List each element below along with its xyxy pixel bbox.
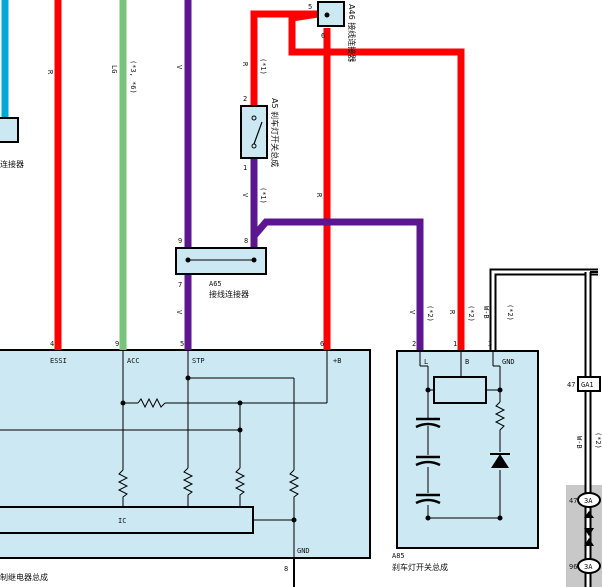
diode-symbol bbox=[490, 453, 510, 468]
ecu-pin-stp: 5 bbox=[180, 340, 184, 348]
a5-label: A5 刹车灯开关总成 bbox=[270, 98, 280, 167]
a65-code: A65 bbox=[209, 280, 222, 288]
a46-pin-bottom: 6 bbox=[321, 32, 325, 40]
a46-pin-top: 5 bbox=[308, 3, 312, 11]
j3a-oval-bottom bbox=[577, 558, 601, 574]
ecu-gnd-label: GND bbox=[297, 547, 310, 555]
sw-term-gnd: GND bbox=[502, 358, 515, 366]
wire-label-v-right: V bbox=[408, 310, 416, 315]
a65-pin-tr: 8 bbox=[244, 237, 248, 245]
left-connector-label: 连接器 bbox=[0, 159, 24, 169]
wire-label-r-right: R bbox=[315, 193, 323, 198]
ecu-internals bbox=[0, 350, 328, 558]
j3a-a-label: 3A bbox=[584, 497, 593, 505]
wire-label-wb2: W-B bbox=[575, 436, 583, 449]
ga1-connector bbox=[577, 376, 601, 392]
wire-note-wb2: (*2) bbox=[594, 432, 602, 449]
ecu-term-plusb: +B bbox=[333, 357, 341, 365]
capacitors bbox=[415, 417, 441, 505]
sw-label: 刹车灯开关总成 bbox=[392, 562, 448, 572]
sw-pin-l: 2 bbox=[412, 340, 416, 348]
a65-pin-bl: 7 bbox=[178, 281, 182, 289]
ecu-ic-label: IC bbox=[118, 517, 126, 525]
switch-ic bbox=[433, 376, 487, 404]
wire-note-lg: (*3, *6) bbox=[129, 60, 137, 94]
a5-switch bbox=[240, 105, 268, 159]
ecu-term-acc: ACC bbox=[127, 357, 140, 365]
a46-connector bbox=[317, 1, 345, 27]
j3a-b-label: 3A bbox=[584, 563, 593, 571]
j3a-b-pin: 96 bbox=[569, 563, 577, 571]
wire-label-wb: W-B bbox=[482, 306, 490, 319]
j3a-a-pin: 47 bbox=[569, 497, 577, 505]
wire-red-to-b bbox=[288, 10, 465, 350]
wire-note-v-right: (*2) bbox=[426, 305, 434, 322]
sw-code: A85 bbox=[392, 552, 405, 560]
ecu-gnd-pin: 8 bbox=[284, 565, 288, 573]
wire-label-r-right2: R bbox=[448, 310, 456, 315]
wire-note-r-top: (*1) bbox=[259, 58, 267, 75]
ecu-pin-acc: 9 bbox=[115, 340, 119, 348]
sw-term-l: L bbox=[424, 358, 428, 366]
left-connector bbox=[0, 117, 19, 143]
wire-note-v-mid: (*1) bbox=[259, 187, 267, 204]
ga1-pin: 47 bbox=[567, 381, 575, 389]
wire-label-v1: V bbox=[175, 65, 183, 70]
a65-pin-tl: 9 bbox=[178, 237, 182, 245]
ga1-label: GA1 bbox=[581, 381, 594, 389]
ecu-term-stp: STP bbox=[192, 357, 205, 365]
ecu-term-essi: ESSI bbox=[50, 357, 67, 365]
wire-note-r-right2: (*2) bbox=[467, 305, 475, 322]
ecu-label: 制继电器总成 bbox=[0, 572, 48, 582]
sw-pin-b: 1 bbox=[453, 340, 457, 348]
a5-pin-bottom: 1 bbox=[243, 164, 247, 172]
ecu-pin-plusb: 6 bbox=[320, 340, 324, 348]
sw-pin-gnd: 3 bbox=[488, 340, 492, 348]
j3a-oval-top bbox=[577, 492, 601, 508]
wire-label-lg: LG bbox=[110, 65, 118, 73]
wire-label-r1: R bbox=[46, 70, 54, 75]
wire-note-wb: (*2) bbox=[506, 304, 514, 321]
ic-block bbox=[0, 506, 254, 534]
a46-label: A46 接线连接器 bbox=[347, 4, 357, 62]
sw-term-b: B bbox=[465, 358, 469, 366]
a65-connector bbox=[175, 247, 267, 275]
ecu-pin-essi: 4 bbox=[50, 340, 54, 348]
wire-label-v-bottom: V bbox=[175, 310, 183, 315]
wire-purple-to-l bbox=[251, 218, 424, 350]
wire-label-v-mid: V bbox=[241, 193, 249, 198]
a5-pin-top: 2 bbox=[243, 95, 247, 103]
a65-label: 接线连接器 bbox=[209, 289, 249, 299]
wire-label-r-top: R bbox=[241, 62, 249, 67]
